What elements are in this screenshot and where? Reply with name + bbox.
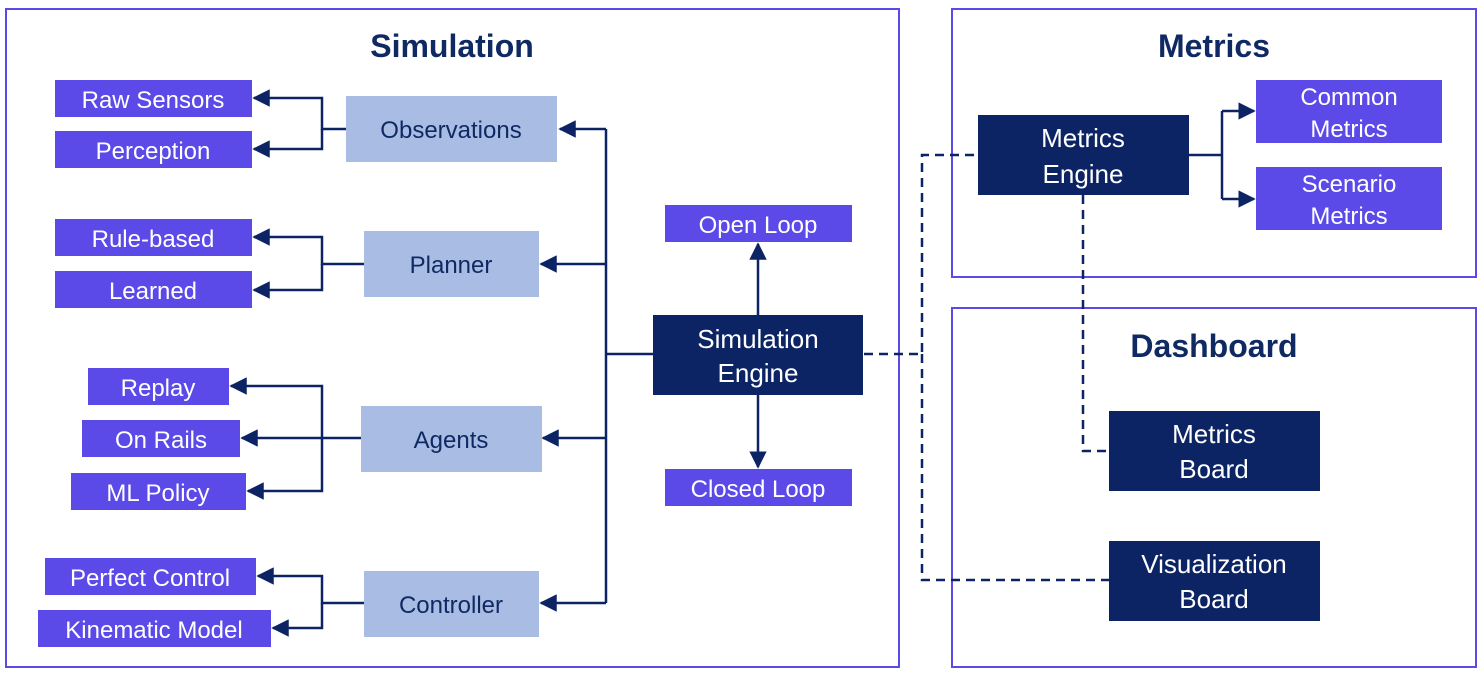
metrics-engine-node[interactable]: Metrics Engine	[978, 115, 1189, 195]
closed-loop-node[interactable]: Closed Loop	[665, 469, 852, 506]
simulation-engine-node[interactable]: Simulation Engine	[653, 315, 863, 395]
sim-to-metrics-dashed-connector	[864, 153, 978, 356]
visualization-board-label-line1: Visualization	[1141, 549, 1287, 579]
metrics-engine-label-line1: Metrics	[1041, 123, 1125, 153]
common-metrics-label-line2: Metrics	[1310, 116, 1387, 143]
replay-node[interactable]: Replay	[88, 368, 229, 405]
agents-label: Agents	[414, 427, 489, 454]
perfect-control-label: Perfect Control	[70, 565, 230, 592]
metrics-board-label-line2: Board	[1179, 454, 1248, 484]
arrow-to-kinematic-model	[271, 603, 324, 637]
metrics-to-board-dashed-connector	[1081, 195, 1109, 453]
observations-node[interactable]: Observations	[346, 96, 557, 162]
arrow-to-rule-based	[252, 228, 364, 266]
kinematic-model-node[interactable]: Kinematic Model	[38, 610, 271, 647]
ml-policy-node[interactable]: ML Policy	[71, 473, 246, 510]
scenario-metrics-node[interactable]: Scenario Metrics	[1256, 167, 1442, 230]
scenario-metrics-label-line1: Scenario	[1302, 171, 1397, 198]
open-loop-label: Open Loop	[699, 212, 818, 239]
ml-policy-label: ML Policy	[106, 480, 209, 507]
open-loop-node[interactable]: Open Loop	[665, 205, 852, 242]
kinematic-model-label: Kinematic Model	[65, 617, 242, 644]
closed-loop-label: Closed Loop	[691, 476, 826, 503]
metrics-board-node[interactable]: Metrics Board	[1109, 411, 1320, 491]
arrow-to-perception	[252, 129, 324, 158]
raw-sensors-label: Raw Sensors	[82, 87, 225, 114]
sim-to-visualization-dashed-connector	[920, 354, 1109, 582]
metrics-title: Metrics	[1158, 28, 1270, 64]
arrow-to-ml-policy	[246, 438, 324, 500]
arrow-to-learned	[252, 264, 324, 299]
perfect-control-node[interactable]: Perfect Control	[45, 558, 256, 595]
simulation-panel	[5, 8, 900, 668]
controller-label: Controller	[399, 592, 503, 619]
perception-label: Perception	[96, 138, 211, 165]
simulation-engine-label-line2: Engine	[718, 358, 799, 388]
dashboard-panel	[951, 307, 1477, 668]
learned-label: Learned	[109, 278, 197, 305]
common-metrics-label-line1: Common	[1300, 84, 1397, 111]
replay-label: Replay	[121, 375, 196, 402]
on-rails-node[interactable]: On Rails	[82, 420, 240, 457]
arrow-to-raw-sensors	[252, 89, 346, 131]
metrics-panel	[951, 8, 1477, 278]
planner-node[interactable]: Planner	[364, 231, 539, 297]
common-metrics-node[interactable]: Common Metrics	[1256, 80, 1442, 143]
observations-label: Observations	[380, 117, 521, 144]
rule-based-node[interactable]: Rule-based	[55, 219, 252, 256]
scenario-metrics-label-line2: Metrics	[1310, 203, 1387, 230]
on-rails-label: On Rails	[115, 427, 207, 454]
arrow-to-perfect-control	[256, 567, 364, 605]
arrow-to-replay	[229, 377, 361, 440]
planner-label: Planner	[410, 252, 493, 279]
perception-node[interactable]: Perception	[55, 131, 252, 168]
rule-based-label: Rule-based	[92, 226, 215, 253]
agents-node[interactable]: Agents	[361, 406, 542, 472]
visualization-board-label-line2: Board	[1179, 584, 1248, 614]
simulation-title: Simulation	[370, 28, 534, 64]
metrics-engine-label-line2: Engine	[1043, 159, 1124, 189]
metrics-board-label-line1: Metrics	[1172, 419, 1256, 449]
controller-node[interactable]: Controller	[364, 571, 539, 637]
dashboard-title: Dashboard	[1130, 328, 1297, 364]
simulation-engine-label-line1: Simulation	[697, 324, 818, 354]
learned-node[interactable]: Learned	[55, 271, 252, 308]
raw-sensors-node[interactable]: Raw Sensors	[55, 80, 252, 117]
visualization-board-node[interactable]: Visualization Board	[1109, 541, 1320, 621]
